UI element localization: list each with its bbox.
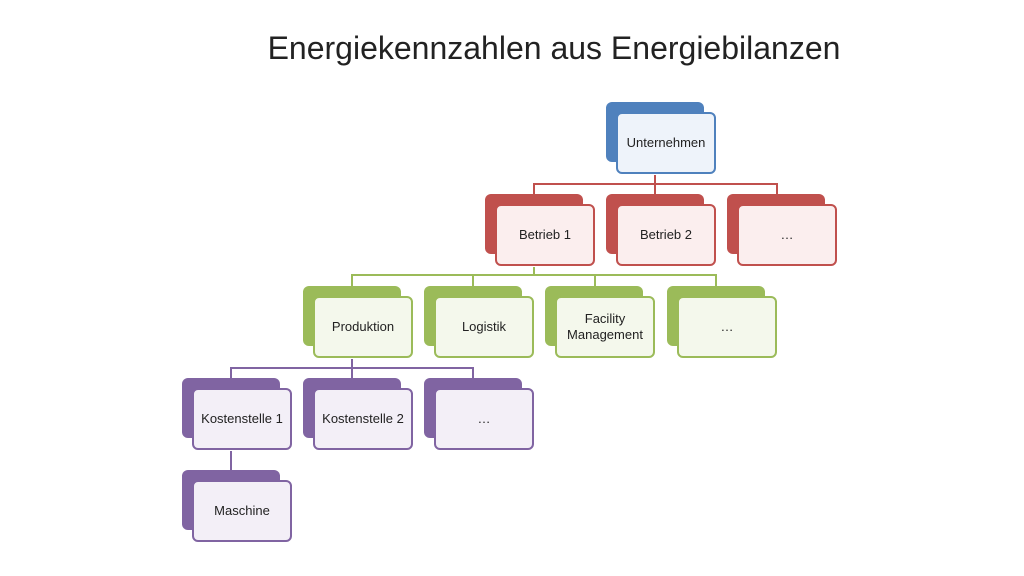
node-maschine[interactable]: Maschine — [182, 470, 292, 542]
node-label: Kostenstelle 2 — [313, 388, 413, 450]
connector-betrieb-bereiche — [351, 267, 717, 287]
node-label: Unternehmen — [616, 112, 716, 174]
node-label: Maschine — [192, 480, 292, 542]
node-kostenstelle-2[interactable]: Kostenstelle 2 — [303, 378, 413, 450]
node-label: Betrieb 2 — [616, 204, 716, 266]
node-label: Facility Management — [555, 296, 655, 358]
node-logistik[interactable]: Logistik — [424, 286, 534, 358]
node-bereich-more[interactable]: … — [667, 286, 777, 358]
node-label: Betrieb 1 — [495, 204, 595, 266]
node-kostenstelle-1[interactable]: Kostenstelle 1 — [182, 378, 292, 450]
node-betrieb-2[interactable]: Betrieb 2 — [606, 194, 716, 266]
node-label: … — [434, 388, 534, 450]
node-label: … — [737, 204, 837, 266]
node-betrieb-1[interactable]: Betrieb 1 — [485, 194, 595, 266]
connector-produktion-kostenstellen — [230, 359, 474, 379]
node-unternehmen[interactable]: Unternehmen — [606, 102, 716, 174]
node-betrieb-more[interactable]: … — [727, 194, 837, 266]
node-label: Produktion — [313, 296, 413, 358]
node-produktion[interactable]: Produktion — [303, 286, 413, 358]
page-title: Energiekennzahlen aus Energiebilanzen — [267, 30, 841, 66]
node-kostenstelle-more[interactable]: … — [424, 378, 534, 450]
connector-unternehmen-betriebe — [533, 175, 778, 195]
node-facility-management[interactable]: Facility Management — [545, 286, 655, 358]
node-label: … — [677, 296, 777, 358]
node-label: Logistik — [434, 296, 534, 358]
node-label: Kostenstelle 1 — [192, 388, 292, 450]
